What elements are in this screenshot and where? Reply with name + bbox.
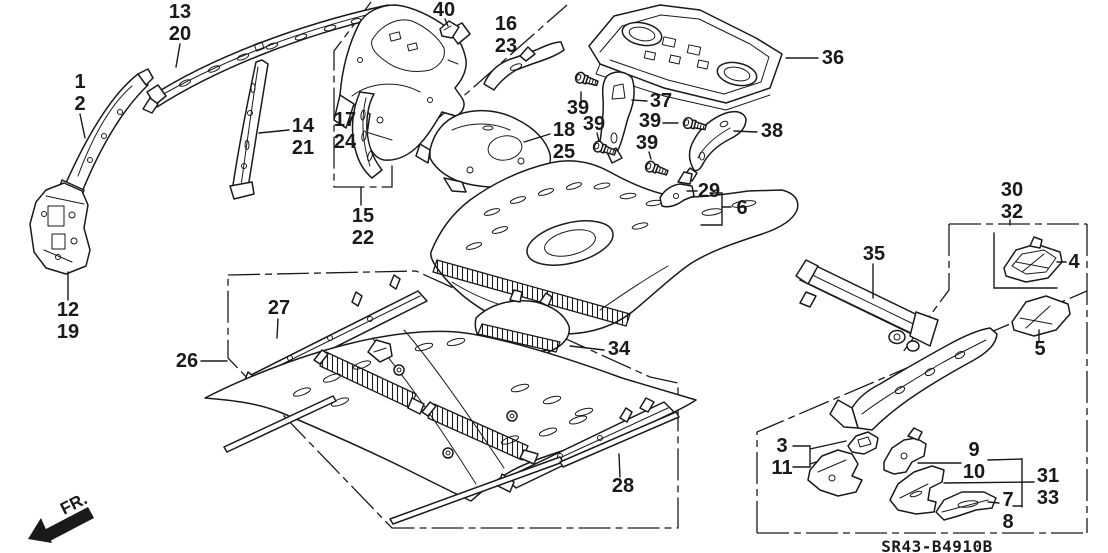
part-frame-bracket-4 xyxy=(1003,236,1063,283)
leader-lines xyxy=(67,18,1067,508)
part-label-27: 27 xyxy=(268,297,290,319)
part-center-pillar xyxy=(229,59,269,200)
part-bracket-11 xyxy=(807,449,863,497)
part-label-15: 15 xyxy=(352,205,374,227)
part-label-13: 13 xyxy=(169,1,191,23)
part-label-3: 3 xyxy=(776,435,787,457)
part-sill-strip-left xyxy=(223,395,337,453)
part-label-10: 10 xyxy=(963,461,985,483)
part-rear-shelf xyxy=(588,4,783,111)
part-label-38: 38 xyxy=(761,120,783,142)
part-label-35: 35 xyxy=(863,243,885,265)
part-front-pillar xyxy=(57,68,154,202)
part-label-24: 24 xyxy=(334,131,357,153)
part-rear-floor xyxy=(430,160,799,335)
part-frame-bracket-5 xyxy=(1011,295,1071,337)
part-arch-stiffener xyxy=(351,91,383,179)
part-label-11: 11 xyxy=(771,457,792,479)
bolt-39-a xyxy=(573,70,600,90)
part-label-8: 8 xyxy=(1002,511,1013,533)
part-label-5: 5 xyxy=(1034,338,1045,360)
part-gusset-16-23 xyxy=(483,41,565,91)
part-label-21: 21 xyxy=(292,137,314,159)
part-label-18: 18 xyxy=(553,119,575,141)
part-labels: 13 20 40 16 23 36 1 2 39 37 39 39 38 39 … xyxy=(57,0,1081,533)
part-label-37: 37 xyxy=(650,90,672,112)
part-cowl-side-panel xyxy=(29,182,91,275)
part-label-39-d: 39 xyxy=(636,132,658,154)
part-label-31: 31 xyxy=(1037,465,1059,487)
part-label-36: 36 xyxy=(822,47,844,69)
part-label-39-c: 39 xyxy=(639,110,661,132)
part-label-1: 1 xyxy=(74,71,85,93)
part-sill-strip-bottom xyxy=(389,411,680,525)
part-label-40: 40 xyxy=(433,0,455,21)
part-label-23: 23 xyxy=(495,35,517,57)
part-label-20: 20 xyxy=(169,23,191,45)
part-clip-40 xyxy=(439,20,460,39)
part-rear-wheelhouse xyxy=(415,109,552,193)
part-label-39-a: 39 xyxy=(567,97,589,119)
part-label-34: 34 xyxy=(608,338,631,360)
part-label-9: 9 xyxy=(968,439,979,461)
part-sill-end-7-8 xyxy=(935,491,997,521)
part-rear-crossmember xyxy=(795,259,939,352)
diagram-code: SR43-B4910B xyxy=(881,537,992,553)
part-clip-3 xyxy=(847,431,879,455)
part-label-4: 4 xyxy=(1068,251,1080,273)
part-label-17: 17 xyxy=(334,109,356,131)
part-label-39-b: 39 xyxy=(583,113,605,135)
group-box-rear-outriggers xyxy=(756,224,1088,534)
part-label-19: 19 xyxy=(57,321,79,343)
part-label-2: 2 xyxy=(74,93,85,115)
part-label-32: 32 xyxy=(1001,201,1023,223)
part-label-16: 16 xyxy=(495,13,517,35)
part-rear-side-frame xyxy=(829,327,998,431)
part-label-25: 25 xyxy=(553,141,575,163)
part-label-22: 22 xyxy=(352,227,374,249)
part-frame-extension-31-33 xyxy=(889,465,945,515)
part-label-29: 29 xyxy=(698,180,720,202)
part-label-14: 14 xyxy=(292,115,315,137)
part-striker-bracket xyxy=(659,171,695,208)
part-front-floor-pan xyxy=(204,329,697,502)
fr-direction-arrow: FR. xyxy=(28,489,94,543)
bolt-39-d xyxy=(643,159,670,179)
part-label-28: 28 xyxy=(612,475,634,497)
part-label-33: 33 xyxy=(1037,487,1059,509)
part-bracket-9-10 xyxy=(883,427,927,475)
part-label-30: 30 xyxy=(1001,179,1023,201)
part-label-26: 26 xyxy=(176,350,198,372)
part-label-6: 6 xyxy=(736,197,747,219)
part-label-12: 12 xyxy=(57,299,79,321)
part-label-7: 7 xyxy=(1002,489,1013,511)
